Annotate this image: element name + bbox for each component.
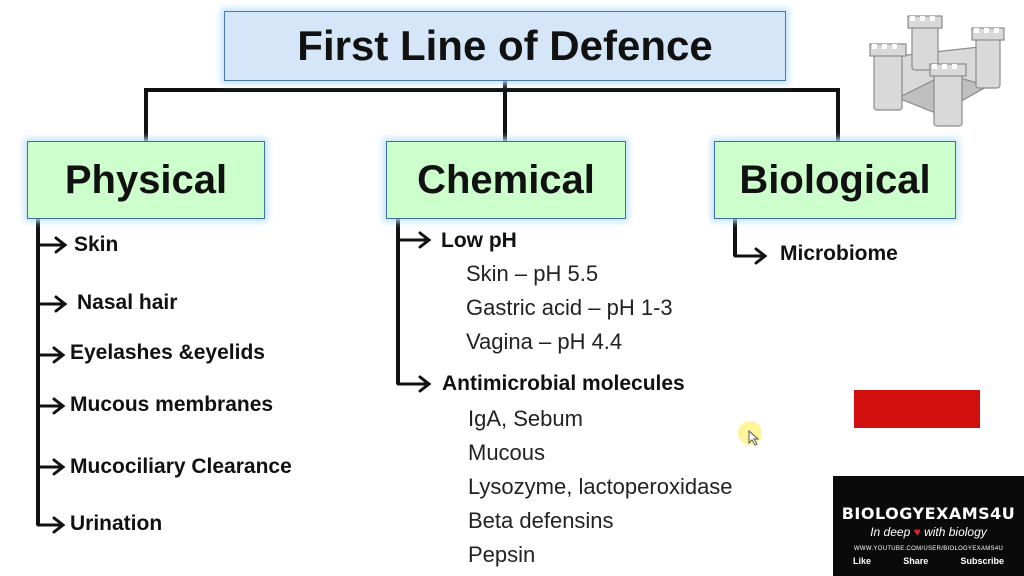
low-ph-item: Vagina – pH 4.4	[466, 329, 623, 354]
chemical-group-low-ph: Low pH	[441, 229, 517, 252]
physical-label: Physical	[64, 157, 228, 202]
channel-logo[interactable]: BIOLOGYEXAMS4U In deep ♥ with biology WW…	[833, 476, 1024, 576]
physical-item-eyelashes: Eyelashes &eyelids	[70, 341, 265, 364]
subscribe-link[interactable]: Subscribe	[960, 556, 1004, 566]
low-ph-item: Skin – pH 5.5	[466, 261, 599, 286]
cursor-icon	[748, 430, 760, 446]
biological-item-microbiome: Microbiome	[780, 242, 898, 265]
chemical-label: Chemical	[417, 157, 595, 202]
physical-item-mucous-membranes: Mucous membranes	[70, 393, 274, 416]
physical-item-skin: Skin	[74, 233, 119, 256]
biological-category-box: Biological	[714, 141, 956, 219]
physical-item-urination: Urination	[70, 512, 163, 535]
share-link[interactable]: Share	[903, 556, 929, 566]
antimicrobial-item: Mucous	[468, 440, 546, 465]
title-box: First Line of Defence	[224, 11, 786, 81]
physical-item-nasal-hair: Nasal hair	[77, 291, 178, 314]
chemical-category-box: Chemical	[386, 141, 626, 219]
like-link[interactable]: Like	[853, 556, 872, 566]
antimicrobial-item: Pepsin	[468, 542, 536, 567]
low-ph-item: Gastric acid – pH 1-3	[466, 295, 673, 320]
logo-url: WWW.YOUTUBE.COM/USER/BIOLOGYEXAMS4U	[853, 546, 1004, 552]
logo-brand: BIOLOGYEXAMS4U	[841, 504, 1016, 523]
castle-icon	[869, 15, 1005, 127]
tagline-before: In deep	[870, 525, 911, 539]
antimicrobial-item: IgA, Sebum	[468, 406, 583, 431]
biological-label: Biological	[739, 157, 931, 202]
heart-icon: ♥	[913, 525, 921, 539]
physical-category-box: Physical	[27, 141, 265, 219]
diagram-title: First Line of Defence	[297, 22, 713, 69]
antimicrobial-item: Lysozyme, lactoperoxidase	[468, 474, 733, 499]
chemical-group-antimicrobial: Antimicrobial molecules	[442, 372, 685, 395]
tagline-after: with biology	[924, 525, 987, 539]
red-block	[854, 390, 980, 428]
logo-tagline: In deep ♥ with biology	[839, 525, 1018, 539]
logo-actions: Like Share Subscribe	[839, 556, 1018, 566]
physical-item-mucociliary: Mucociliary Clearance	[70, 455, 292, 478]
antimicrobial-item: Beta defensins	[468, 508, 614, 533]
